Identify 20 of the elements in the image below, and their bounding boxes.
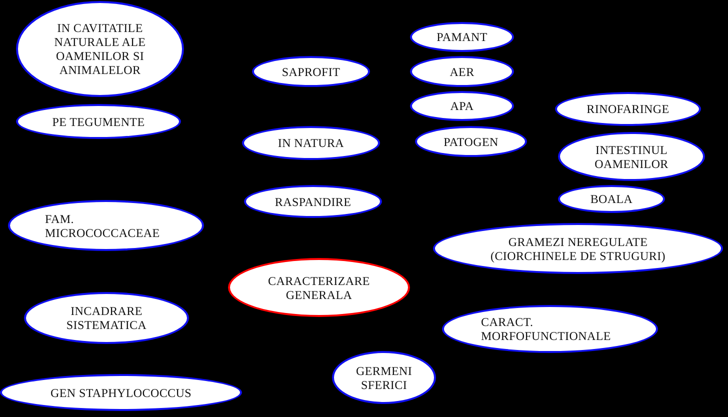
concept-label: INCADRARE SISTEMATICA — [65, 304, 148, 332]
concept-label: CARACT. MORFOFUNCTIONALE — [481, 315, 612, 343]
concept-label: RASPANDIRE — [274, 194, 352, 208]
concept-ellipse — [0, 374, 242, 411]
concept-label: PATOGEN — [444, 134, 498, 148]
concept-label: GRAMEZI NEREGULATE (CIORCHINELE DE STRUGURI) — [490, 234, 666, 262]
concept-label: RINOFARINGE — [586, 102, 670, 116]
concept-label: GERMENI SFERICI — [354, 364, 414, 392]
concept-label: APA — [450, 99, 474, 113]
concept-label: CARACTERIZARE GENERALA — [267, 274, 371, 302]
concept-label: PE TEGUMENTE — [52, 114, 145, 128]
concept-label: INTESTINUL OAMENILOR — [594, 142, 670, 170]
concept-label: AER — [450, 64, 474, 78]
concept-label: SAPROFIT — [282, 64, 340, 78]
concept-label: FAM. MICROCOCCACEAE — [45, 212, 161, 240]
concept-label: PAMANT — [436, 30, 488, 44]
concept-label: GEN STAPHYLOCOCCUS — [50, 386, 192, 400]
concept-label: IN NATURA — [278, 136, 344, 150]
concept-label: IN CAVITATILE NATURALE ALE OAMENILOR SI ANIMALELOR — [53, 21, 147, 77]
concept-label: BOALA — [590, 192, 633, 206]
